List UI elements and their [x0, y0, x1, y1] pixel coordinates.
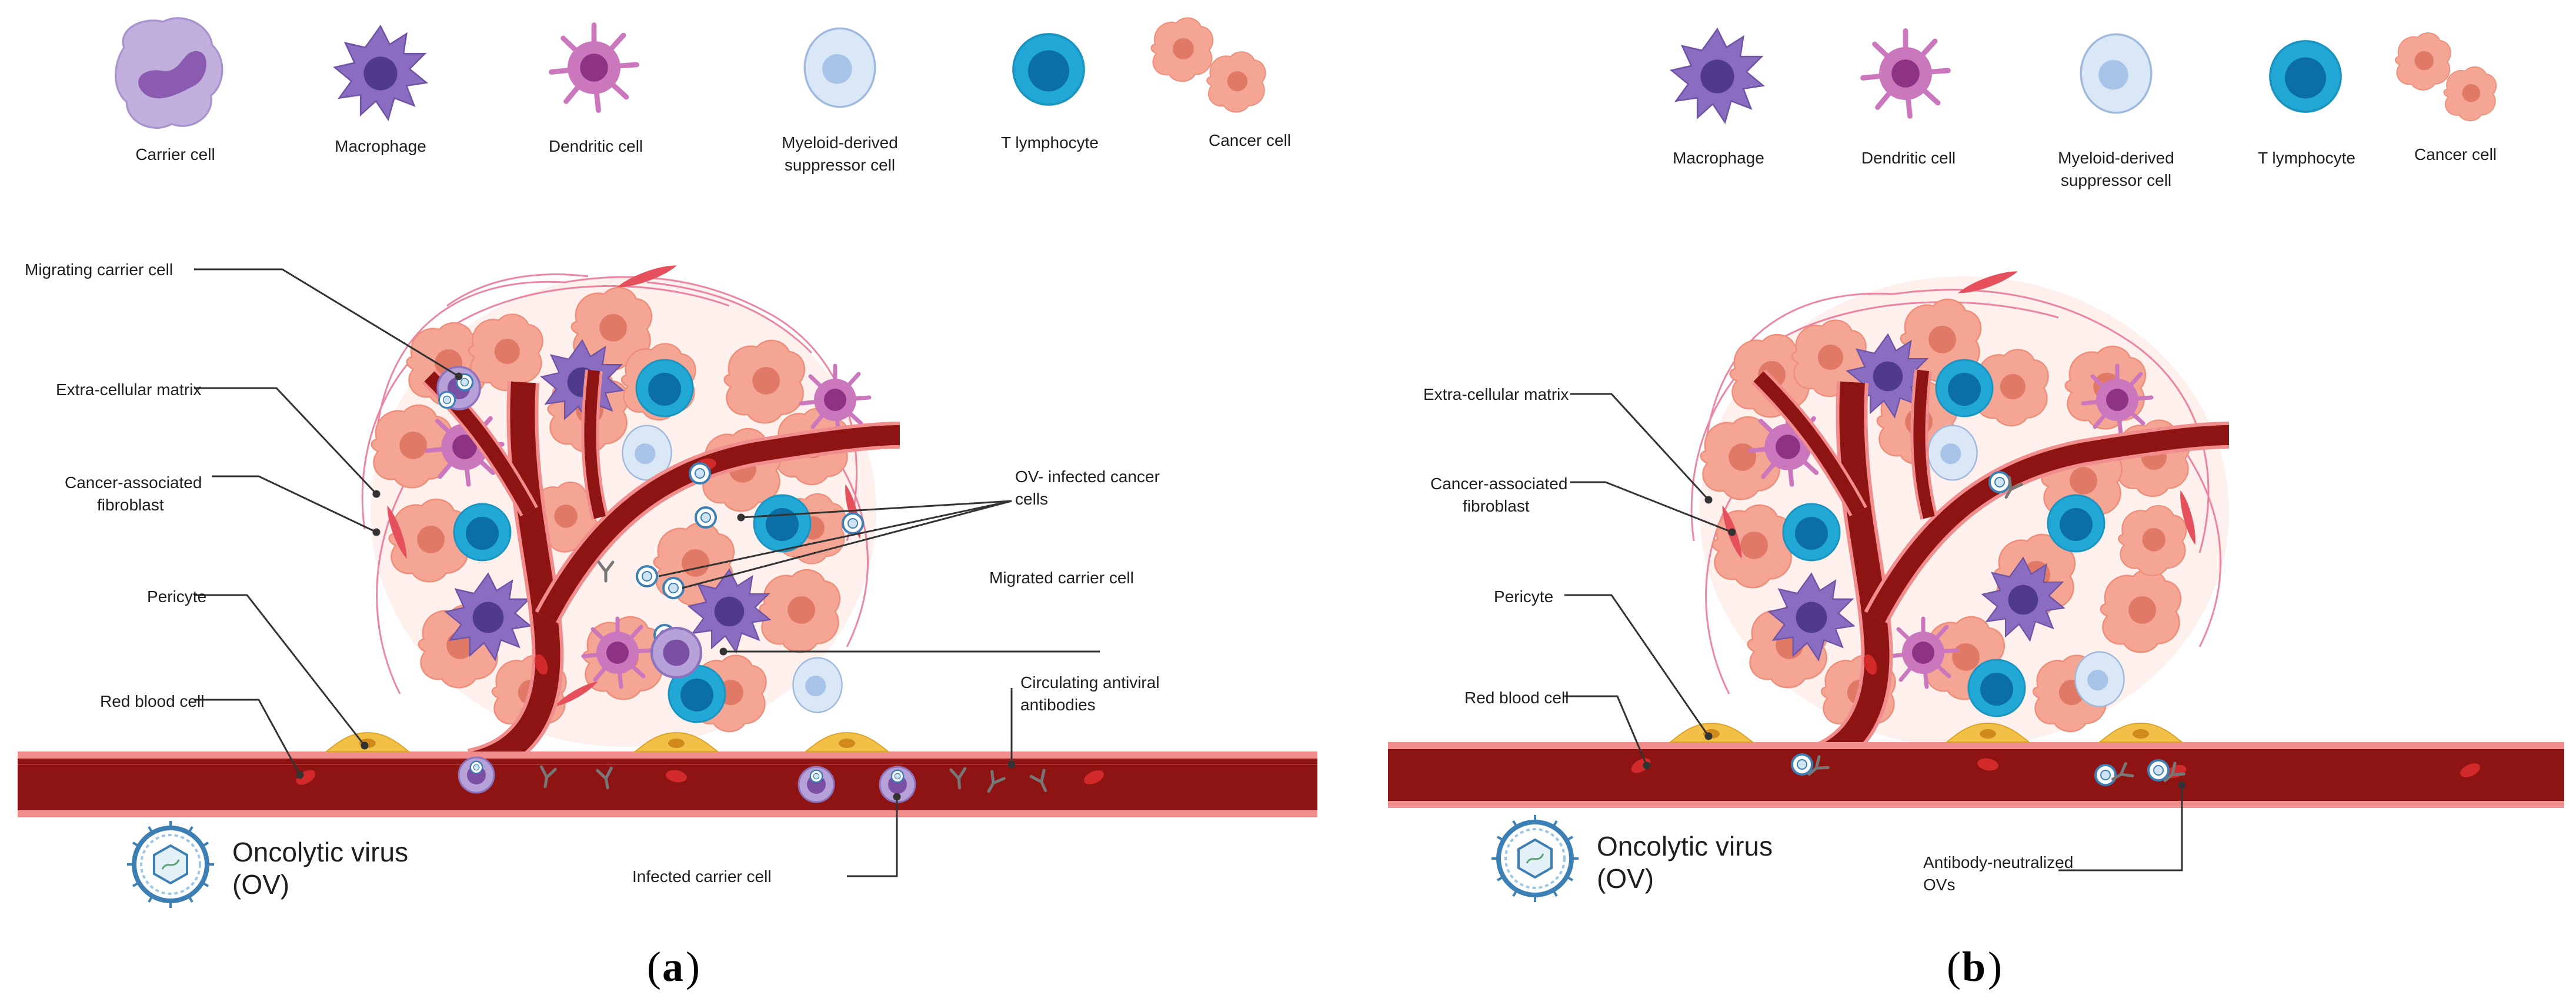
panel-b-open: (: [1947, 943, 1961, 990]
label-neutralized-2: OVs: [1923, 876, 1955, 894]
dendritic-cell-icon-b: [1863, 31, 1948, 116]
carrier-cell-icon: [115, 17, 223, 129]
legend-mdsc-label-1: Myeloid-derived: [782, 133, 898, 152]
label-ov-b-2: (OV): [1597, 863, 1654, 894]
legend-a: Carrier cell Macrophage Dendritic cell M…: [115, 17, 1291, 174]
panel-a-tag: a: [662, 943, 683, 990]
legend-cancer-label: Cancer cell: [1209, 131, 1291, 149]
label-ecm-a: Extra-cellular matrix: [56, 380, 201, 399]
legend-mdsc-label-2: suppressor cell: [785, 156, 895, 174]
cancer-cell-icon: [1150, 17, 1266, 113]
pericyte-a-3: [805, 732, 889, 752]
label-ov-b-1: Oncolytic virus: [1597, 831, 1773, 861]
label-caf-a-2: fibroblast: [97, 496, 164, 514]
leader-lines-a: [194, 268, 1100, 877]
panel-a: Carrier cell Macrophage Dendritic cell M…: [18, 17, 1317, 990]
oncolytic-virus-icon-b: [1491, 815, 1579, 902]
label-caf-a-1: Cancer-associated: [65, 473, 202, 492]
macrophage-icon-b: [1670, 28, 1764, 123]
cancer-cell-icon-b: [2394, 32, 2497, 122]
t-lymphocyte-icon: [1012, 33, 1085, 106]
pericyte-a-1: [326, 732, 409, 752]
pericyte-b-3: [2099, 723, 2183, 743]
label-ov-a-1: Oncolytic virus: [232, 837, 408, 867]
label-ov-infected-1: OV- infected cancer: [1015, 467, 1160, 486]
label-antibodies-2: antibodies: [1020, 696, 1096, 714]
macrophage-icon: [333, 25, 428, 121]
label-caf-b-2: fibroblast: [1463, 497, 1530, 515]
panel-b: Macrophage Dendritic cell Myeloid-derive…: [1388, 28, 2564, 990]
legend-dendritic-label: Dendritic cell: [549, 137, 643, 155]
label-ov-a-2: (OV): [232, 869, 289, 900]
label-pericyte-a: Pericyte: [147, 587, 206, 606]
label-antibodies-1: Circulating antiviral: [1020, 673, 1160, 692]
legend-b-mdsc-label-2: suppressor cell: [2061, 171, 2171, 189]
legend-b-macrophage-label: Macrophage: [1673, 149, 1764, 167]
legend-b: Macrophage Dendritic cell Myeloid-derive…: [1670, 28, 2497, 189]
legend-b-mdsc-label-1: Myeloid-derived: [2058, 149, 2174, 167]
panel-a-open: (: [647, 943, 661, 990]
label-migrated-carrier: Migrated carrier cell: [989, 569, 1134, 587]
legend-b-tcell-label: T lymphocyte: [2258, 149, 2355, 167]
blood-vessel-a: [18, 752, 1317, 817]
panel-b-close: ): [1988, 943, 2002, 990]
tumor-mass-b: [1690, 266, 2230, 780]
label-ecm-b: Extra-cellular matrix: [1423, 385, 1569, 403]
label-ov-infected-2: cells: [1015, 490, 1048, 508]
pericyte-b-1: [1670, 723, 1753, 743]
legend-macrophage-label: Macrophage: [335, 137, 426, 155]
legend-tcell-label: T lymphocyte: [1001, 133, 1099, 152]
legend-b-dendritic-label: Dendritic cell: [1861, 149, 1956, 167]
oncolytic-virus-icon: [127, 821, 214, 908]
label-infected-carrier: Infected carrier cell: [632, 867, 772, 886]
blood-vessel-b: [1388, 742, 2564, 808]
label-pericyte-b: Pericyte: [1494, 587, 1553, 606]
leader-lines-b: [1564, 393, 2186, 871]
label-migrating-carrier: Migrating carrier cell: [25, 260, 173, 279]
label-neutralized-1: Antibody-neutralized: [1923, 853, 2073, 871]
label-rbc-b: Red blood cell: [1464, 689, 1569, 707]
mdsc-icon-b: [2080, 33, 2153, 114]
t-lymphocyte-icon-b: [2269, 40, 2342, 113]
legend-b-cancer-label: Cancer cell: [2414, 145, 2497, 163]
dendritic-cell-icon: [552, 25, 637, 111]
mdsc-icon: [803, 27, 876, 108]
panel-a-close: ): [686, 943, 700, 990]
legend-carrier-label: Carrier cell: [135, 145, 215, 163]
label-caf-b-1: Cancer-associated: [1430, 475, 1567, 493]
label-rbc-a: Red blood cell: [100, 692, 204, 710]
tumor-mass-a: [361, 260, 900, 780]
panel-b-tag: b: [1962, 943, 1986, 990]
